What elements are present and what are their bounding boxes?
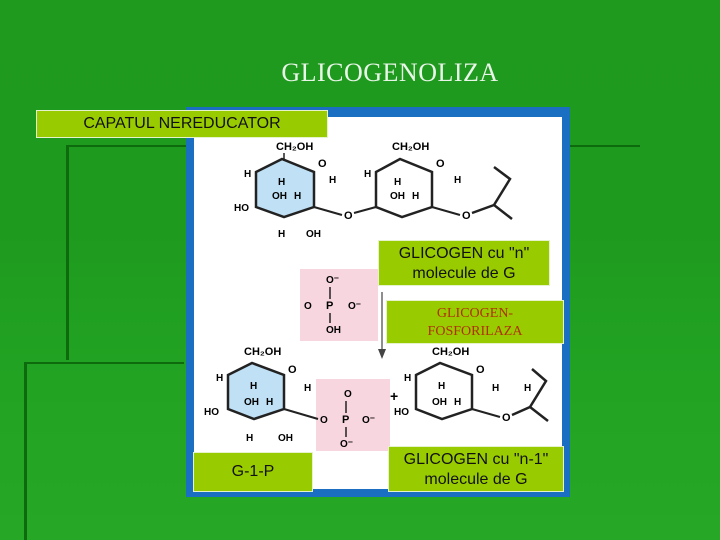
h-label: H: [438, 381, 445, 392]
h-label: H: [412, 191, 419, 202]
p-label: P: [326, 300, 333, 312]
glycogen-n-minus-1-label: GLICOGEN cu "n-1" molecule de G: [388, 446, 564, 492]
h-label: H: [294, 191, 301, 202]
phosphate-product: O P O⁻ O O⁻: [283, 379, 390, 451]
h-label: H: [492, 383, 499, 394]
glycosidic-o-label: O: [502, 412, 511, 424]
h-label: H: [244, 169, 251, 180]
h-label: H: [364, 169, 371, 180]
decorative-line: [24, 362, 184, 364]
oh-label: OH: [278, 433, 293, 444]
decorative-line: [24, 362, 27, 540]
glucose-ring-new-terminal: CH₂OH O H H OH H H HO O H: [394, 346, 549, 424]
o-minus-label: O⁻: [348, 301, 361, 312]
enzyme-name-line2: FOSFORILAZA: [427, 324, 523, 339]
glycogen-phosphorylase-label: GLICOGEN- FOSFORILAZA: [386, 300, 564, 344]
glucose-1-phosphate-label: G-1-P: [193, 452, 313, 492]
h-label: H: [329, 175, 336, 186]
non-reducing-end-label: CAPATUL NEREDUCATOR: [36, 110, 328, 138]
o-minus-label: O⁻: [326, 275, 339, 286]
reaction-arrow: [378, 292, 386, 359]
ring-o-label: O: [318, 158, 327, 170]
o-minus-label: O⁻: [362, 415, 375, 426]
ho-label: HO: [234, 203, 249, 214]
oh-label: OH: [432, 397, 447, 408]
glycogen-n-label: GLICOGEN cu "n" molecule de G: [378, 240, 550, 286]
ring-o-label: O: [436, 158, 445, 170]
h-label: H: [454, 397, 461, 408]
o-label: O: [304, 301, 312, 312]
ch2oh-label: CH₂OH: [432, 346, 469, 358]
ring-o-label: O: [288, 364, 297, 376]
reaction-diagram: CH₂OH O H H OH H H HO H OH O CH₂OH O H: [204, 141, 549, 451]
decorative-line: [570, 145, 640, 147]
h-label: H: [404, 373, 411, 384]
plus-sign: +: [390, 388, 398, 404]
phosphate-reactant: O⁻ O P O⁻ OH: [300, 269, 378, 341]
slide-title: GLICOGENOLIZA: [281, 58, 499, 87]
oh-label: OH: [326, 325, 341, 336]
oh-label: OH: [306, 229, 321, 240]
h-label: H: [278, 177, 285, 188]
p-label: P: [342, 414, 349, 426]
h-label: H: [278, 229, 285, 240]
o-label: O: [320, 415, 328, 426]
o-label: O: [344, 389, 352, 400]
h-label: H: [454, 175, 461, 186]
ho-label: HO: [394, 407, 409, 418]
h-label: H: [524, 383, 531, 394]
h-label: H: [246, 433, 253, 444]
oh-label: OH: [272, 191, 287, 202]
glucose-1-phosphate: CH₂OH O H H OH H H HO H OH: [204, 346, 311, 444]
h-label: H: [266, 397, 273, 408]
ch2oh-label: CH₂OH: [244, 346, 281, 358]
glucose-ring-terminal: CH₂OH O H H OH H H HO H OH O: [234, 141, 353, 240]
oh-label: OH: [244, 397, 259, 408]
decorative-line: [66, 145, 186, 147]
glycosidic-o-label: O: [344, 210, 353, 222]
h-label: H: [304, 383, 311, 394]
h-label: H: [394, 177, 401, 188]
ch2oh-label: CH₂OH: [276, 141, 313, 153]
h-label: H: [216, 373, 223, 384]
glycosidic-o-label: O: [462, 210, 471, 222]
ch2oh-label: CH₂OH: [392, 141, 429, 153]
h-label: H: [250, 381, 257, 392]
decorative-line: [66, 145, 69, 360]
o-minus-label: O⁻: [340, 439, 353, 450]
glucose-ring-internal: CH₂OH O H H OH H H O: [353, 141, 513, 222]
ring-o-label: O: [476, 364, 485, 376]
ho-label: HO: [204, 407, 219, 418]
enzyme-name-line1: GLICOGEN-: [436, 306, 514, 321]
oh-label: OH: [390, 191, 405, 202]
